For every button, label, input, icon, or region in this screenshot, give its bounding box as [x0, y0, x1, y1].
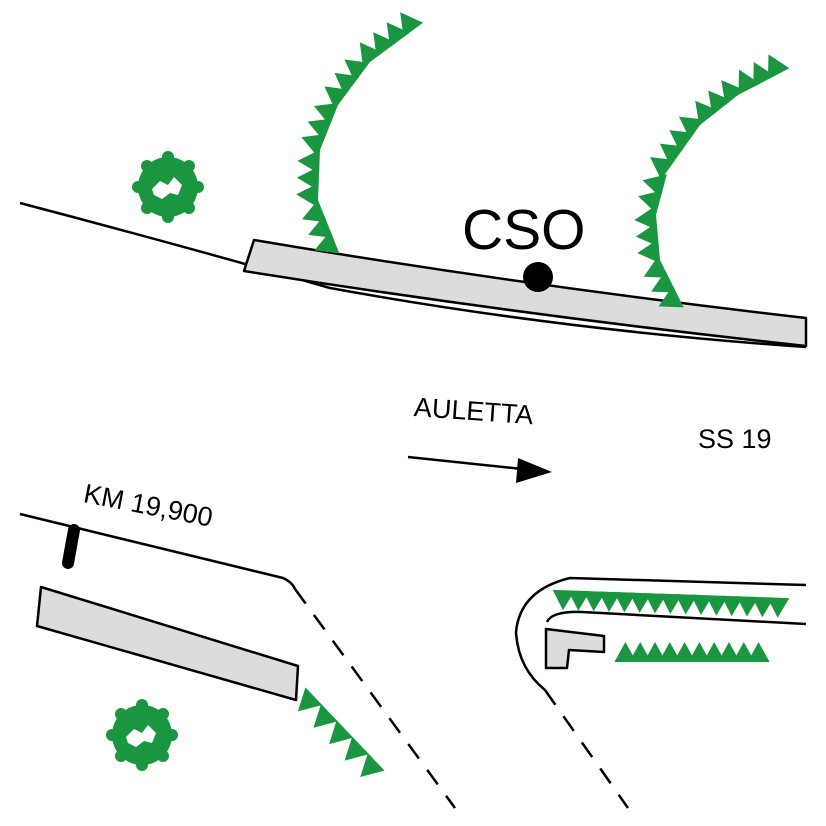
embankment-triangle: [359, 42, 383, 68]
embankment-arc-left: [296, 12, 423, 254]
embankment-triangle: [629, 642, 652, 662]
embankment-triangle: [324, 86, 350, 110]
embankment-lower-left: [297, 687, 385, 777]
embankment-triangle: [638, 190, 663, 214]
embankment-triangle: [718, 642, 740, 662]
embankment-triangle: [642, 174, 667, 198]
embankment-triangle: [296, 183, 319, 208]
embankment-triangle: [721, 595, 744, 617]
kilometre-post-icon: [62, 524, 80, 569]
embankment-triangle: [297, 687, 323, 712]
embankment-triangle: [753, 61, 775, 88]
embankment-triangle: [747, 642, 770, 662]
embankment-triangle: [658, 285, 684, 308]
embankment-triangle: [767, 54, 790, 80]
embankment-triangle: [678, 116, 704, 140]
embankment-triangle: [738, 69, 760, 95]
embankment-triangle: [313, 102, 339, 126]
embankment-triangle: [736, 596, 759, 617]
embankment-triangle: [329, 720, 354, 745]
embankment-triangle: [688, 642, 711, 662]
embankment-triangle: [552, 589, 575, 611]
embankment-triangle: [313, 703, 338, 728]
wall-upper: [242, 238, 808, 348]
embankment-triangle: [767, 597, 790, 618]
embankment-triangle: [673, 642, 696, 662]
embankment-triangle: [675, 594, 698, 615]
embankment-triangle: [703, 642, 726, 662]
embankment-lower-right-bottom: [614, 642, 770, 662]
embankment-triangle: [644, 593, 667, 614]
embankment-triangle: [708, 90, 732, 116]
road-edge-dashed-right: [543, 689, 630, 809]
embankment-triangle: [302, 199, 327, 223]
site-label: CSO: [462, 198, 586, 262]
embankment-triangle: [301, 134, 327, 157]
embankment-triangle: [721, 80, 745, 105]
embankment-triangle: [635, 222, 659, 247]
embankment-triangle: [706, 595, 728, 616]
embankment-triangle: [344, 736, 369, 761]
road-edge-lower-right-inner: [545, 610, 807, 626]
embankment-triangle: [614, 642, 637, 662]
embankment-triangle: [334, 72, 360, 96]
wall-lower-right: [544, 627, 606, 670]
road-label: SS 19: [698, 424, 772, 454]
embankment-triangle: [614, 592, 636, 613]
embankment-triangle: [568, 590, 590, 611]
embankment-triangle: [732, 642, 755, 662]
embankment-triangle: [400, 12, 423, 38]
embankment-triangle: [669, 130, 695, 153]
embankment-triangle: [314, 230, 340, 254]
embankment-triangle: [690, 594, 713, 616]
road-edge-lower-left: [19, 512, 297, 590]
road-edge-lower-right-outer: [514, 576, 807, 691]
embankment-triangle: [660, 593, 682, 614]
wall-lower-left: [35, 585, 300, 702]
embankment-triangle: [651, 270, 677, 293]
embankment-triangle: [643, 256, 669, 278]
embankment-triangle: [634, 206, 658, 231]
embankment-triangle: [297, 149, 321, 174]
embankment-triangle: [629, 592, 652, 613]
embankment-triangle: [373, 32, 397, 58]
embankment-triangle: [307, 118, 333, 141]
embankment-triangle: [752, 596, 774, 618]
embankment-triangle: [296, 166, 320, 191]
tree-icon: [132, 151, 204, 223]
road-edge-dashed-left: [293, 588, 457, 809]
embankment-triangle: [637, 239, 661, 264]
embankment-triangle: [583, 590, 606, 612]
embankment-triangle: [650, 157, 676, 180]
embankment-lower-right-top: [552, 589, 790, 618]
embankment-triangle: [308, 215, 334, 238]
road-edge-upper: [19, 201, 807, 349]
embankment-triangle: [598, 591, 621, 612]
embankment-triangle: [658, 642, 681, 662]
direction-arrow-icon: [407, 455, 552, 483]
tree-icon: [106, 699, 178, 771]
embankment-triangle: [360, 753, 385, 777]
embankment-triangle: [386, 22, 410, 48]
embankment-triangle: [659, 143, 685, 167]
embankment-triangle: [644, 642, 666, 662]
station-dot: [523, 262, 553, 292]
embankment-arc-right: [634, 54, 790, 308]
embankment-triangle: [695, 100, 719, 126]
